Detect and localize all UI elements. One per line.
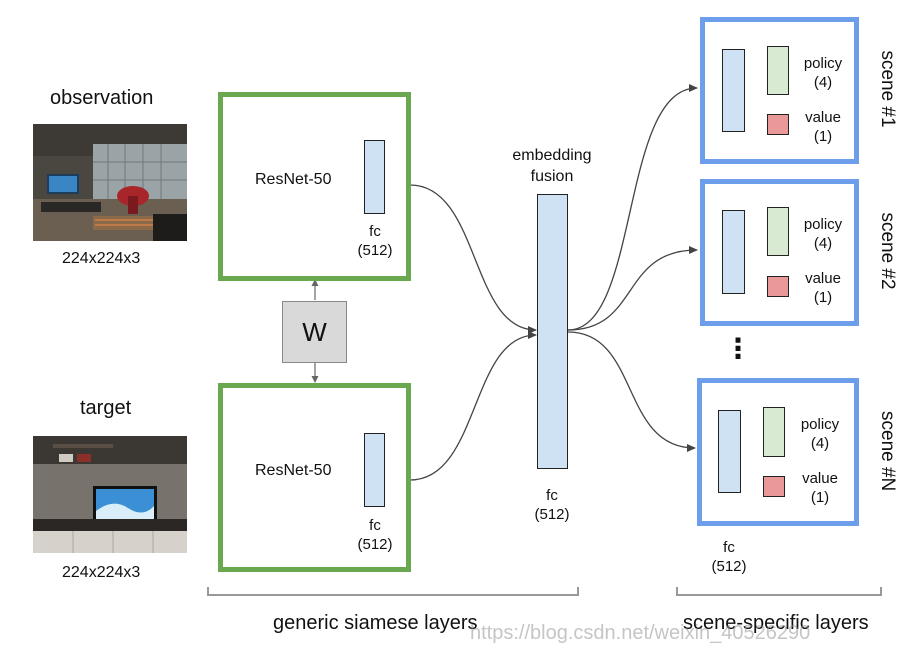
- scene-n-policy-label: policy (4): [793, 415, 847, 453]
- target-size: 224x224x3: [62, 564, 141, 581]
- bracket-siamese: [207, 587, 579, 596]
- fc-text: fc: [723, 539, 735, 556]
- target-image: [33, 436, 187, 553]
- scene-n-policy-bar: [763, 407, 785, 457]
- fusion-title-line2: fusion: [530, 168, 574, 185]
- arrow-fusion-to-scene-n: [567, 331, 696, 452]
- fusion-title-line1: embedding: [512, 147, 592, 164]
- scene-1-name: scene #1: [877, 50, 898, 128]
- scene-1-policy-label: policy (4): [796, 54, 850, 92]
- scene-1-fc-bar: [722, 49, 745, 132]
- scene-fc-label: fc (512): [704, 538, 754, 576]
- fc-dim-text: (512): [711, 558, 747, 575]
- scene-1-value-square: [767, 114, 789, 135]
- encoder-fc-bar-top: [364, 140, 385, 214]
- scene-2-name: scene #2: [877, 212, 898, 290]
- scene-1-policy-bar: [767, 46, 789, 95]
- arrow-fusion-to-scene-2: [567, 246, 698, 331]
- fc-text: fc: [546, 487, 558, 504]
- scene-2-policy-bar: [767, 207, 789, 256]
- value-dim: (1): [813, 289, 833, 306]
- arrow-fusion-to-scene-1: [567, 84, 698, 331]
- scene-2-value-square: [767, 276, 789, 297]
- scene-n-value-square: [763, 476, 785, 497]
- value-dim: (1): [813, 128, 833, 145]
- policy-dim: (4): [810, 435, 830, 452]
- observation-label: observation: [50, 87, 154, 109]
- fc-dim-text: (512): [534, 506, 570, 523]
- value-text: value: [802, 470, 838, 487]
- scene-1-value-label: value (1): [796, 108, 850, 146]
- observation-size: 224x224x3: [62, 250, 141, 267]
- encoder-fc-label-top: fc (512): [350, 222, 400, 260]
- shared-weights-box: W: [282, 301, 347, 363]
- siamese-group-label: generic siamese layers: [273, 612, 478, 634]
- policy-text: policy: [803, 55, 843, 72]
- scene-2-value-label: value (1): [796, 269, 850, 307]
- scene-ellipsis: ⋮: [724, 333, 752, 364]
- scene-n-fc-bar: [718, 410, 741, 493]
- arrow-obs-to-fusion: [409, 184, 537, 334]
- policy-dim: (4): [813, 235, 833, 252]
- encoder-fc-bar-bottom: [364, 433, 385, 507]
- resnet-label-top: ResNet-50: [255, 171, 332, 188]
- policy-dim: (4): [813, 74, 833, 91]
- scene-n-name: scene #N: [877, 411, 898, 492]
- value-dim: (1): [810, 489, 830, 506]
- scene-n-value-label: value (1): [793, 469, 847, 507]
- fc-text: fc: [369, 517, 381, 534]
- value-text: value: [805, 270, 841, 287]
- watermark-text: https://blog.csdn.net/weixin_40526290: [470, 622, 811, 644]
- policy-text: policy: [803, 216, 843, 233]
- arrow-target-to-fusion: [409, 331, 537, 481]
- fc-dim-text: (512): [357, 536, 393, 553]
- observation-image: [33, 124, 187, 241]
- target-label: target: [80, 397, 132, 419]
- fc-text: fc: [369, 223, 381, 240]
- scene-2-policy-label: policy (4): [796, 215, 850, 253]
- fusion-fc-label: fc (512): [527, 486, 577, 524]
- scene-specific-group-label: scene-specific layers: [683, 612, 869, 634]
- bracket-scene-specific: [676, 587, 882, 596]
- resnet-label-bottom: ResNet-50: [255, 462, 332, 479]
- encoder-fc-label-bottom: fc (512): [350, 516, 400, 554]
- fusion-fc-bar: [537, 194, 568, 469]
- fc-dim-text: (512): [357, 242, 393, 259]
- value-text: value: [805, 109, 841, 126]
- fusion-title: embedding fusion: [497, 145, 607, 187]
- policy-text: policy: [800, 416, 840, 433]
- scene-2-fc-bar: [722, 210, 745, 294]
